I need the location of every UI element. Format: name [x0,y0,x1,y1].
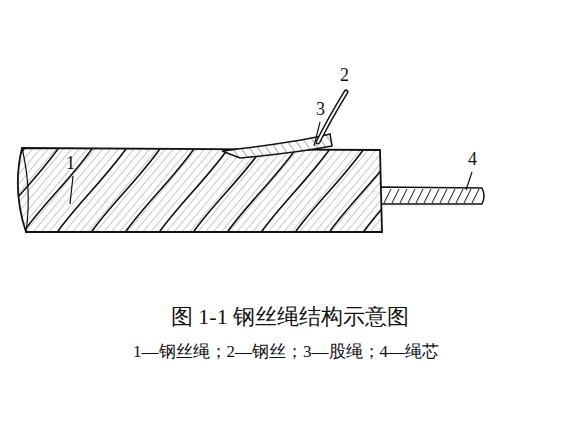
callout-number: 1 [66,154,75,174]
callout-number: 2 [340,66,349,86]
core-twist [472,189,479,203]
strand-boundary [362,146,434,234]
rope-core [378,187,484,204]
core-twist [432,189,439,203]
core-twist [440,189,447,203]
strand-boundary [56,146,128,234]
core-twist [448,189,455,203]
strand-boundary [22,146,94,234]
strand-boundary [396,146,468,234]
strand-boundary [328,146,400,234]
strand-boundary [124,146,196,234]
core-twist [464,189,471,203]
core-twist [400,189,407,203]
strand-boundary [0,146,60,234]
strand-boundary [90,146,162,234]
core-twist [392,189,399,203]
parts-key: 1—钢丝绳；2—钢丝；3—股绳；4—绳芯 [133,343,439,362]
strand-boundary [260,146,332,234]
core-twist [408,189,415,203]
callout-number: 3 [316,100,325,120]
leader-lines [70,122,472,204]
callout-number: 4 [468,150,477,170]
strand-boundary [226,146,298,234]
strand-boundary [158,146,230,234]
strand-boundary [192,146,264,234]
core-twist [416,189,423,203]
core-twist [424,189,431,203]
figure-caption: 图 1-1 钢丝绳结构示意图 [171,305,409,329]
core-twist [384,189,391,203]
core-twist [456,189,463,203]
strand-boundary [294,146,366,234]
